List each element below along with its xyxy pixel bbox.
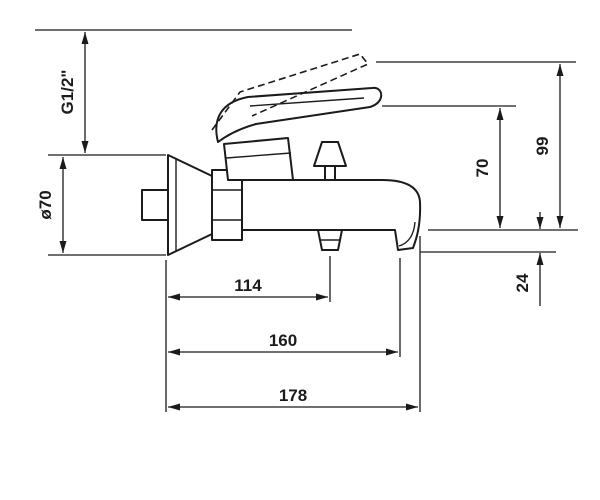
dim-wall-to-diverter-label: 114 bbox=[234, 276, 262, 295]
escutcheon-flange bbox=[167, 154, 213, 256]
dim-wall-to-outlet-label: 160 bbox=[269, 331, 297, 350]
faucet-outline bbox=[141, 53, 422, 256]
dim-total-projection-label: 178 bbox=[279, 386, 307, 405]
dimension-labels: G1/2" ø70 70 99 24 114 160 178 bbox=[36, 70, 552, 405]
dimension-lines bbox=[59, 32, 564, 411]
extension-lines bbox=[35, 29, 578, 412]
lever-handle bbox=[215, 86, 383, 143]
diverter-knob bbox=[313, 141, 347, 167]
aerator-curve bbox=[398, 221, 416, 247]
dim-spout-drop-label: 24 bbox=[513, 273, 532, 292]
cartridge-housing bbox=[223, 137, 294, 181]
mixer-body-and-spout bbox=[241, 179, 422, 251]
diverter-knob-stem bbox=[324, 165, 336, 181]
lever-handle-inner-line bbox=[249, 97, 365, 107]
dim-max-height-label: 99 bbox=[533, 137, 552, 156]
wall-connector-stub bbox=[141, 189, 169, 221]
dim-handle-height-label: 70 bbox=[473, 159, 492, 178]
cartridge-housing-line bbox=[225, 152, 292, 159]
dim-thread-label: G1/2" bbox=[58, 70, 77, 115]
dim-escutcheon-diameter-label: ø70 bbox=[36, 190, 55, 219]
